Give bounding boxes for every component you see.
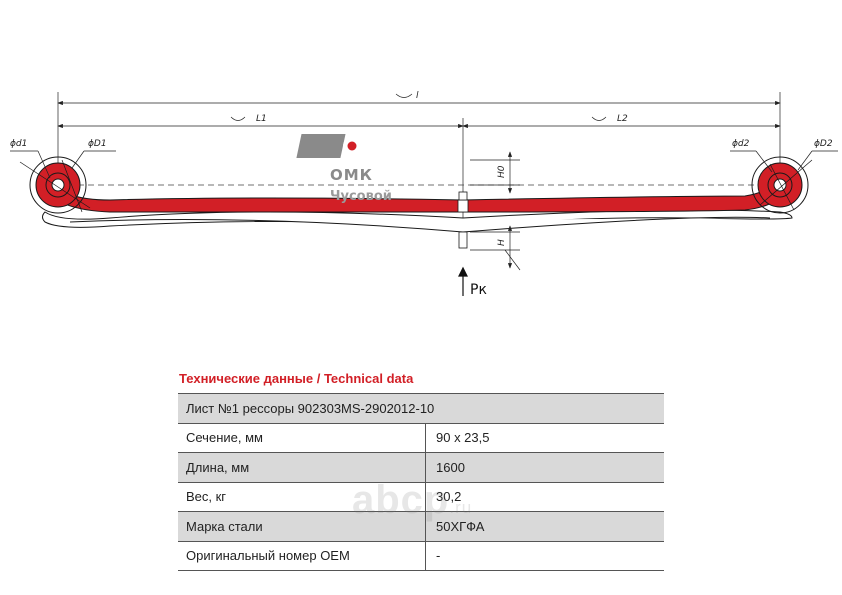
right-eye [751,156,813,214]
part-name: Лист №1 рессоры 902303MS-2902012-10 [178,393,664,424]
table-row: Марка стали 50ХГФА [178,511,664,542]
label-H0: H0 [497,165,507,178]
label-H: H [497,239,507,246]
row-label: Длина, мм [178,452,426,483]
label-D2: ϕD2 [814,139,833,149]
table-row: Длина, мм 1600 [178,452,664,483]
label-d1: ϕd1 [10,139,27,149]
leaf-spring-drawing: l L1 L2 ϕd1 ϕD1 [10,91,838,298]
label-D1: ϕD1 [88,139,107,149]
row-label: Оригинальный номер OEM [178,541,426,571]
label-d2: ϕd2 [732,139,750,149]
load-arrow [458,266,468,296]
dimension-overall-length [57,92,781,185]
watermark-main: abcp [352,478,450,522]
row-value: 90 х 23,5 [425,423,664,453]
row-label: Вес, кг [178,482,426,512]
technical-data-title: Технические данные / Technical data [179,371,414,386]
row-value: - [425,541,664,571]
left-eye-leaders [10,150,116,179]
table-row: Оригинальный номер OEM - [178,541,664,571]
watermark-suffix: .ru [449,498,473,517]
row-label: Сечение, мм [178,423,426,453]
main-leaf [43,176,787,213]
lower-leaves [42,209,793,233]
height-dimensions [470,151,521,271]
watermark: abcp.ru [352,478,472,523]
table-header-row: Лист №1 рессоры 902303MS-2902012-10 [178,393,664,424]
row-label: Марка стали [178,511,426,542]
row-value: 1600 [425,452,664,483]
table-row: Вес, кг 30,2 [178,482,664,512]
omk-logo: ОМК Чусовой [296,134,392,204]
center-bolt [457,191,469,249]
left-eye [19,156,91,214]
right-eye-leaders [730,150,838,173]
table-row: Сечение, мм 90 х 23,5 [178,423,664,453]
dimension-label-l2: L2 [617,114,628,124]
dimension-label-l1: L1 [256,114,267,124]
row-value: 30,2 [425,482,664,512]
logo-name: ОМК [330,166,373,184]
row-value: 50ХГФА [425,511,664,542]
dimension-label-l: l [416,91,419,101]
load-label: Pк [470,282,487,298]
technical-data-table: Лист №1 рессоры 902303MS-2902012-10 Сече… [178,393,664,571]
logo-subtitle: Чусовой [330,189,392,204]
